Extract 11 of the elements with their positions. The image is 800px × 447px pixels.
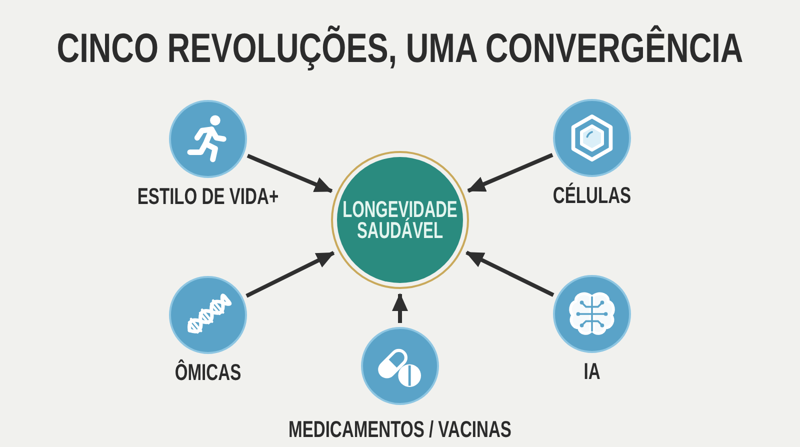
arrow: [246, 154, 333, 194]
category-label: IA: [584, 359, 600, 384]
arrow: [392, 293, 408, 323]
category-label: ÔMICAS: [174, 360, 242, 384]
arrow: [246, 251, 335, 298]
goal-text: LONGEVIDADE SAUDÁVEL: [342, 199, 458, 241]
arrow: [466, 250, 554, 297]
category-label: CÉLULAS: [552, 183, 632, 208]
category-label: MEDICAMENTOS / VACINAS: [288, 417, 512, 442]
category-label: ESTILO DE VIDA+: [137, 184, 279, 208]
arrow: [467, 153, 554, 193]
